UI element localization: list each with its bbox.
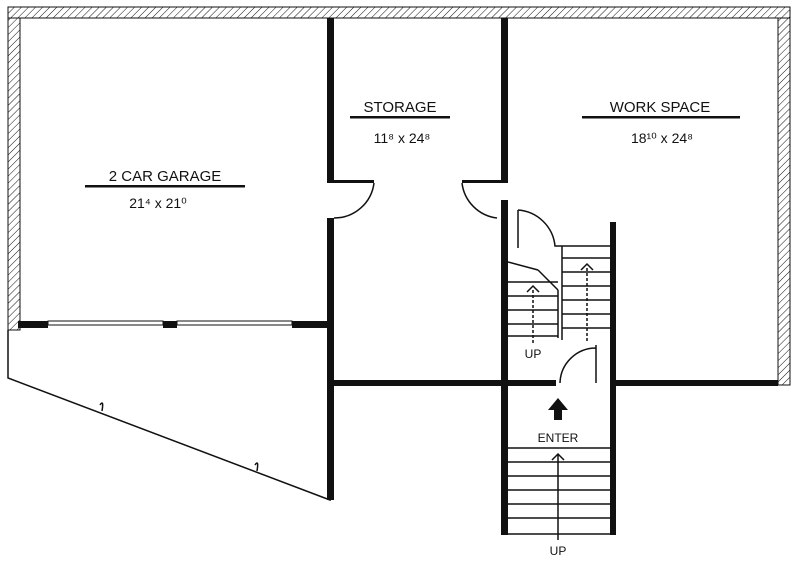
enter-arrow-icon — [548, 398, 568, 420]
enter-label: ENTER — [538, 431, 579, 445]
interior-walls — [327, 18, 778, 535]
room-name: WORK SPACE — [610, 99, 711, 116]
door-swing — [517, 209, 562, 248]
room-dimensions: 11⁸ x 24⁸ — [374, 130, 431, 146]
driveway-outline — [7, 330, 331, 502]
room-dimensions: 18¹⁰ x 24⁸ — [631, 130, 693, 146]
room-work-space: WORK SPACE 18¹⁰ x 24⁸ — [582, 99, 740, 146]
stair-up-label-outer: UP — [550, 544, 567, 558]
garage-front-wall — [18, 320, 334, 328]
room-storage: STORAGE 11⁸ x 24⁸ — [350, 99, 450, 146]
room-name: STORAGE — [363, 99, 436, 116]
door-swing — [559, 345, 597, 384]
door-swing — [333, 182, 375, 219]
outer-stairs — [501, 447, 616, 540]
inner-stairs — [507, 245, 610, 345]
stair-up-label-inner: UP — [525, 347, 542, 361]
room-garage: 2 CAR GARAGE 21⁴ x 21⁰ — [85, 168, 245, 211]
door-swing — [461, 182, 498, 219]
exterior-walls — [7, 6, 791, 386]
room-name: 2 CAR GARAGE — [109, 168, 222, 185]
room-dimensions: 21⁴ x 21⁰ — [129, 195, 187, 211]
